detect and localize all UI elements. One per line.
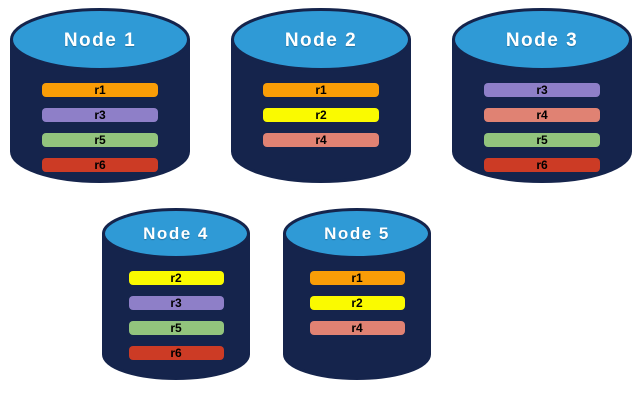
replica-bar[interactable]: r4 (484, 107, 600, 122)
replica-bar[interactable]: r6 (42, 157, 158, 172)
replica-bar[interactable]: r4 (309, 320, 405, 335)
replica-stack: r2 r3 r5 r6 (102, 270, 250, 360)
replica-bar[interactable]: r5 (42, 132, 158, 147)
replica-stack: r1 r3 r5 r6 (10, 82, 190, 172)
cylinder-top-ellipse (10, 8, 190, 71)
replica-bar[interactable]: r1 (309, 270, 405, 285)
replica-bar[interactable]: r3 (484, 82, 600, 97)
cylinder-top-ellipse (231, 8, 411, 71)
replica-bar[interactable]: r6 (128, 345, 224, 360)
replica-stack: r1 r2 r4 (283, 270, 431, 335)
cylinder-shape (102, 208, 250, 380)
replica-bar[interactable]: r2 (309, 295, 405, 310)
replica-bar[interactable]: r1 (263, 82, 379, 97)
replica-bar[interactable]: r5 (484, 132, 600, 147)
replica-bar[interactable]: r4 (263, 132, 379, 147)
cylinder-top-ellipse (452, 8, 632, 71)
replica-bar[interactable]: r3 (42, 107, 158, 122)
replica-stack: r3 r4 r5 r6 (452, 82, 632, 172)
replica-bar[interactable]: r2 (128, 270, 224, 285)
replica-stack: r1 r2 r4 (231, 82, 411, 147)
cylinder-top-ellipse (102, 208, 250, 259)
replica-bar[interactable]: r2 (263, 107, 379, 122)
replica-bar[interactable]: r3 (128, 295, 224, 310)
replica-bar[interactable]: r5 (128, 320, 224, 335)
replica-bar[interactable]: r1 (42, 82, 158, 97)
replica-bar[interactable]: r6 (484, 157, 600, 172)
cylinder-top-ellipse (283, 208, 431, 259)
